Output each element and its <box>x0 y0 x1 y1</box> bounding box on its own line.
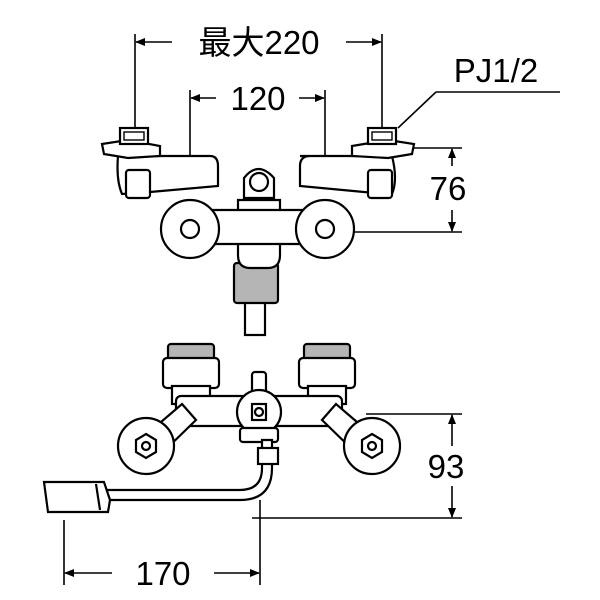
right-handle <box>297 342 357 406</box>
spout-reach-label: 170 <box>135 555 190 592</box>
left-wheel-front <box>116 416 176 476</box>
spout-nut <box>256 446 280 466</box>
front-height-label: 93 <box>428 448 465 485</box>
drain-pipe-top <box>232 261 280 337</box>
top-height-label: 76 <box>430 170 467 207</box>
thread-leader-line <box>397 91 560 129</box>
dimension-lines-front <box>64 414 456 577</box>
top-view <box>100 34 462 337</box>
spout-tip <box>42 480 112 514</box>
right-wheel-top <box>294 198 356 260</box>
right-wheel-front <box>342 416 402 476</box>
right-inlet-fitting <box>350 126 416 160</box>
inlet-thread-label: PJ1/2 <box>454 52 538 89</box>
front-view <box>42 342 462 585</box>
dimension-lines-top <box>135 38 560 232</box>
overall-width-label: 最大220 <box>198 24 319 61</box>
left-inlet-fitting <box>100 126 162 160</box>
left-wheel-top <box>159 198 221 260</box>
center-diverter-front <box>235 370 283 444</box>
inlet-spacing-label: 120 <box>230 80 285 117</box>
